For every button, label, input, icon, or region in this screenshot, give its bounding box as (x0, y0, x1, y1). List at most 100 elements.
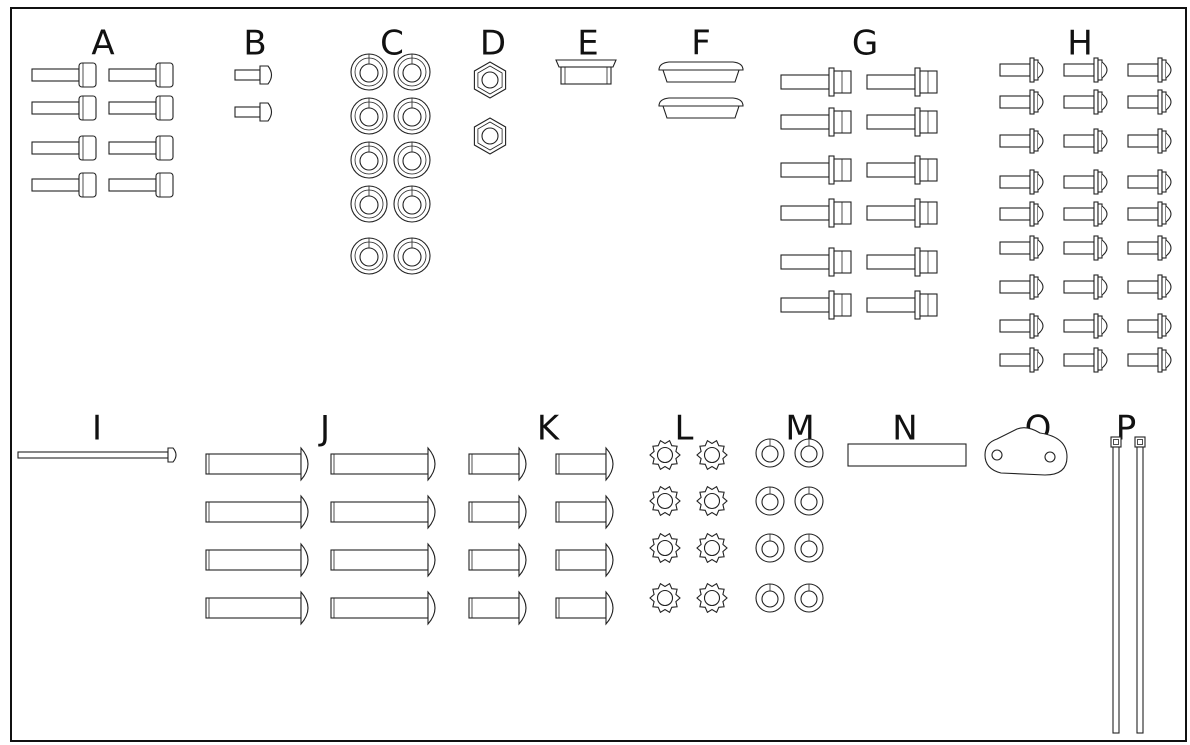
button-head-bolt-long-part (330, 549, 429, 571)
sems-screw-part (1033, 315, 1039, 337)
parts-group-h (999, 57, 1172, 373)
sems-screw-part (1033, 349, 1039, 371)
parts-group-a (31, 62, 174, 198)
split-lock-washer-part (761, 540, 779, 558)
flange-hex-bolt-part (919, 70, 938, 94)
sems-screw-part (1165, 239, 1172, 257)
sems-screw-part (999, 207, 1031, 221)
grommet-cap-part (560, 66, 612, 85)
group-label-c: C (380, 24, 404, 64)
diagram-frame (10, 7, 1187, 742)
socket-bolt-part (108, 68, 157, 82)
cable-tie-part (1112, 446, 1120, 734)
button-head-bolt-long-part (300, 494, 309, 530)
button-head-bolt-long-part (427, 590, 436, 626)
hex-nut-part (477, 121, 503, 151)
sems-screw-part (999, 134, 1031, 148)
sems-screw-part (1029, 89, 1035, 115)
button-head-bolt-long-part (205, 453, 302, 475)
sems-screw-part (1093, 128, 1099, 154)
link-plate-part (984, 427, 1068, 476)
flange-hex-bolt-part (833, 110, 852, 134)
flange-hex-bolt-part (828, 155, 835, 185)
flange-hex-bolt-part (833, 70, 852, 94)
flange-hex-bolt-part (866, 297, 916, 313)
sems-screw-part (1029, 57, 1035, 83)
flange-hex-bolt-part (828, 67, 835, 97)
parts-group-g (780, 67, 938, 320)
sems-screw-part (1093, 347, 1099, 373)
star-washer-part (656, 589, 674, 607)
long-rod-screw-part (167, 447, 177, 463)
sems-screw-part (1101, 239, 1108, 257)
flange-hex-bolt-part (833, 293, 852, 317)
split-lock-washer-part (800, 445, 818, 463)
flange-hex-bolt-part (780, 297, 830, 313)
button-head-bolt-short-part (605, 590, 614, 626)
socket-bolt-part (78, 95, 97, 121)
socket-bolt-part (155, 172, 174, 198)
group-label-d: D (480, 24, 506, 64)
sems-screw-part (1161, 203, 1167, 225)
socket-bolt-part (78, 172, 97, 198)
button-head-bolt-short-part (468, 597, 520, 619)
lock-washer-part (359, 247, 379, 267)
sems-screw-part (1165, 61, 1172, 79)
sems-screw-part (1161, 130, 1167, 152)
sems-screw-part (1037, 61, 1044, 79)
sems-screw-part (1165, 351, 1172, 369)
flange-hex-bolt-part (919, 158, 938, 182)
sems-screw-part (1037, 351, 1044, 369)
star-washer-part (656, 539, 674, 557)
group-label-j: J (318, 409, 330, 449)
sems-screw-part (1029, 313, 1035, 339)
sems-screw-part (1127, 241, 1159, 255)
sems-screw-part (1127, 319, 1159, 333)
button-head-bolt-long-part (300, 590, 309, 626)
socket-bolt-part (78, 135, 97, 161)
button-head-bolt-short-part (555, 597, 607, 619)
button-head-bolt-short-part (605, 446, 614, 482)
sems-screw-part (1037, 132, 1044, 150)
button-head-bolt-short-part (518, 590, 527, 626)
group-label-l: L (675, 409, 694, 449)
sems-screw-part (1033, 130, 1039, 152)
sems-screw-part (999, 241, 1031, 255)
parts-group-b (234, 65, 273, 122)
pan-screw-short-part (259, 102, 273, 122)
lock-washer-part (359, 195, 379, 215)
button-head-bolt-short-part (605, 542, 614, 578)
group-label-f: F (691, 24, 711, 64)
sems-screw-part (1033, 237, 1039, 259)
flange-hex-bolt-part (919, 250, 938, 274)
sems-screw-part (1097, 349, 1103, 371)
hex-nut-part (481, 127, 499, 145)
parts-group-o (984, 427, 1068, 476)
grommet-disc-part (662, 105, 740, 119)
socket-bolt-part (155, 95, 174, 121)
cable-tie-part (1134, 436, 1146, 448)
sems-screw-part (1165, 132, 1172, 150)
button-head-bolt-long-part (330, 453, 429, 475)
group-label-k: K (537, 409, 561, 449)
pan-screw-short-part (259, 65, 273, 85)
grommet-disc-part (658, 97, 744, 107)
sems-screw-part (1037, 239, 1044, 257)
flange-hex-bolt-part (866, 114, 916, 130)
sems-screw-part (1029, 201, 1035, 227)
button-head-bolt-long-part (205, 501, 302, 523)
sems-screw-part (1037, 173, 1044, 191)
sems-screw-part (1033, 59, 1039, 81)
sems-screw-part (1157, 57, 1163, 83)
split-lock-washer-part (761, 493, 779, 511)
lock-washer-part (402, 107, 422, 127)
flange-hex-bolt-part (919, 201, 938, 225)
group-label-b: B (243, 24, 266, 64)
split-lock-washer-part (800, 590, 818, 608)
sems-screw-part (999, 95, 1031, 109)
sems-screw-part (1063, 207, 1095, 221)
link-plate-part (991, 449, 1003, 461)
button-head-bolt-long-part (427, 446, 436, 482)
